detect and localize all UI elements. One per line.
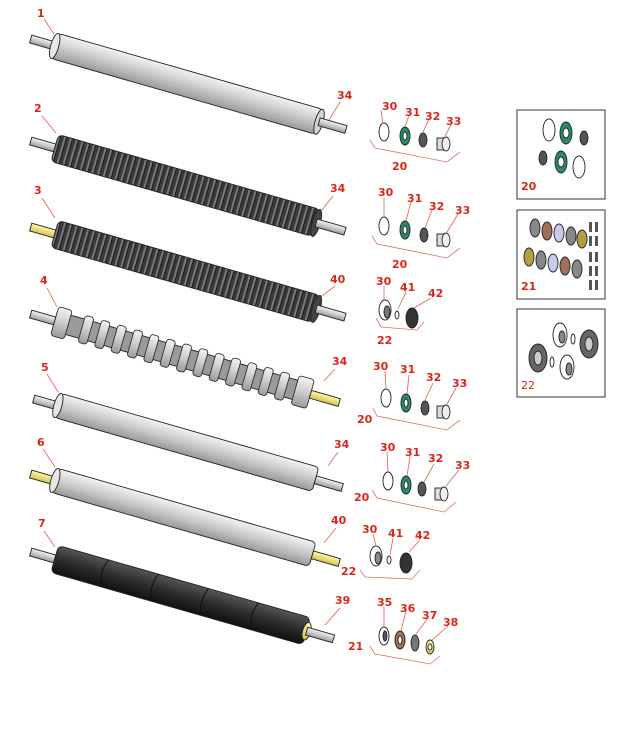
- callout-part-32-g2: 32: [429, 200, 444, 213]
- roller-3: [29, 221, 347, 323]
- callout-end-4: 34: [332, 355, 348, 368]
- callout-kit-20-g1: 20: [392, 160, 408, 173]
- callout-end-2: 34: [330, 182, 346, 195]
- callout-part-30-g4: 30: [373, 360, 389, 373]
- callout-part-41-g3: 41: [400, 281, 415, 294]
- roller-7: [29, 546, 336, 644]
- kit-label-22: 22: [521, 379, 535, 392]
- callout-part-32-g1: 32: [425, 110, 440, 123]
- callout-part-42-g6: 42: [415, 529, 430, 542]
- callout-part-31-g2: 31: [407, 192, 422, 205]
- callout-part-31-g1: 31: [405, 106, 420, 119]
- roller-6: [29, 467, 341, 567]
- callout-roller-5: 5: [41, 361, 49, 374]
- callout-roller-3: 3: [34, 184, 42, 197]
- kit-box-21: [516, 209, 606, 300]
- callout-part-35-g7: 35: [377, 596, 392, 609]
- callout-part-30-g6: 30: [362, 523, 378, 536]
- callout-end-5: 34: [334, 438, 350, 451]
- callout-roller-2: 2: [34, 102, 42, 115]
- parts-group-4: [372, 370, 461, 431]
- callout-part-33-g2: 33: [455, 204, 470, 217]
- callout-end-1: 34: [337, 89, 353, 102]
- kit-box-22: [516, 308, 606, 398]
- callout-part-31-g5: 31: [405, 446, 420, 459]
- kit-label-20: 20: [521, 180, 537, 193]
- roller-4: [29, 306, 341, 409]
- callout-kit-22-g3: 22: [377, 334, 392, 347]
- callout-part-38-g7: 38: [443, 616, 458, 629]
- callout-part-30-g2: 30: [378, 186, 394, 199]
- callout-part-41-g6: 41: [388, 527, 403, 540]
- callout-end-7: 39: [335, 594, 350, 607]
- callout-part-33-g5: 33: [455, 459, 470, 472]
- callout-end-3: 40: [330, 273, 346, 286]
- callout-part-33-g4: 33: [452, 377, 467, 390]
- callout-part-37-g7: 37: [422, 609, 437, 622]
- kit-box-20: [516, 109, 606, 200]
- callout-part-32-g5: 32: [428, 452, 443, 465]
- kit-label-21: 21: [521, 280, 536, 293]
- callout-roller-1: 1: [37, 7, 45, 20]
- callout-end-6: 40: [331, 514, 347, 527]
- callout-kit-20-g4: 20: [357, 413, 373, 426]
- parts-group-3: [375, 286, 432, 331]
- roller-2: [29, 135, 347, 237]
- callout-part-36-g7: 36: [400, 602, 416, 615]
- callout-part-42-g3: 42: [428, 287, 443, 300]
- callout-part-32-g4: 32: [426, 371, 441, 384]
- roller-1: [29, 32, 348, 135]
- callout-kit-21-g7: 21: [348, 640, 363, 653]
- roller-5: [32, 392, 344, 492]
- parts-group-5: [371, 451, 460, 513]
- callout-part-30-g3: 30: [376, 275, 392, 288]
- callout-part-30-g5: 30: [380, 441, 396, 454]
- callout-roller-4: 4: [40, 274, 48, 287]
- parts-group-2: [371, 198, 461, 259]
- callout-kit-20-g5: 20: [354, 491, 370, 504]
- callout-part-31-g4: 31: [400, 363, 415, 376]
- callout-kit-20-g2: 20: [392, 258, 408, 271]
- callout-part-33-g1: 33: [446, 115, 461, 128]
- parts-group-6: [359, 533, 421, 580]
- callout-kit-22-g6: 22: [341, 565, 356, 578]
- callout-roller-7: 7: [38, 517, 46, 530]
- parts-group-1: [369, 109, 461, 163]
- callout-part-30-g1: 30: [382, 100, 398, 113]
- parts-group-7: [369, 607, 449, 665]
- callout-roller-6: 6: [37, 436, 45, 449]
